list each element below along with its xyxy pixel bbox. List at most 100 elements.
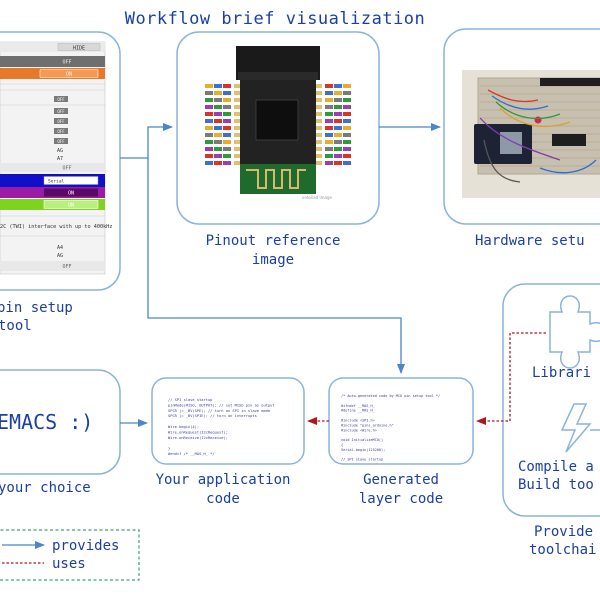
off-toggle-2[interactable] (54, 108, 68, 114)
on-toggle-green-label: ON (68, 203, 74, 209)
generated-label-2: layer code (359, 491, 443, 507)
on-toggle-orange[interactable] (39, 69, 99, 78)
code-line: Wire.onReceive(I2cReceive); (168, 436, 228, 440)
pin-function-tag (343, 112, 351, 116)
pin-pad (234, 126, 240, 130)
legend: provides uses (0, 529, 140, 581)
i2c-description: 2C (TWI) interface with up to 400kHz (0, 224, 112, 230)
on-toggle-orange-label: ON (66, 72, 72, 78)
pin-function-tag (343, 91, 351, 95)
code-line: { (341, 443, 343, 447)
pin-pad (234, 147, 240, 151)
off-toggle-3-label: OFF (57, 119, 65, 124)
on-toggle-purple[interactable] (44, 188, 98, 197)
app-code-label-1: Your application (156, 472, 291, 488)
off-toggle-3[interactable] (54, 118, 68, 124)
svg-text:ontoliad image: ontoliad image (302, 195, 332, 200)
pin-pad (234, 133, 240, 137)
on-toggle-green[interactable] (43, 200, 99, 209)
pin-function-tag (325, 91, 333, 95)
pin-setup-tool-screenshot: HIDE OFF ON OFF OFF OFF OFF OFF AG A7 OF… (0, 41, 112, 275)
pin-function-tag (214, 161, 222, 165)
pin-function-tag (325, 140, 333, 144)
pin-function-tag (223, 105, 231, 109)
pinout-label-2: image (252, 252, 294, 268)
pin-function-tag (214, 119, 222, 123)
pin-label-a7: A7 (57, 156, 63, 162)
legend-provides-label: provides (52, 538, 119, 554)
code-line: pinMode(MISO, OUTPUT); // set MISO pin a… (168, 403, 275, 407)
pin-function-tag (334, 112, 342, 116)
hide-toggle[interactable] (57, 43, 101, 51)
code-line: } (168, 447, 170, 451)
pin-function-tag (343, 126, 351, 130)
pin-label-ag: AG (57, 148, 63, 154)
pin-function-tag (334, 84, 342, 88)
pin-function-tag (325, 112, 333, 116)
pin-function-tag (214, 154, 222, 158)
code-line: Wire.begin(4); (168, 425, 199, 429)
pin-function-tag (334, 119, 342, 123)
pin-function-tag (223, 140, 231, 144)
pin-pad (234, 105, 240, 109)
pin-pad (316, 119, 322, 123)
puzzle-icon (549, 295, 600, 369)
arrow-pin-tool-to-pinout (120, 123, 173, 159)
pin-function-tag (343, 147, 351, 151)
pin-pad (234, 154, 240, 158)
pin-pad (316, 154, 322, 158)
pin-function-tag (214, 91, 222, 95)
pin-function-tag (325, 119, 333, 123)
editor-label: your choice (0, 480, 91, 496)
pin-function-tag (205, 126, 213, 130)
libraries-label: Librari (532, 365, 591, 381)
pin-function-tag (334, 105, 342, 109)
hardware-label: Hardware setu (475, 233, 585, 249)
app-code-label-2: code (206, 491, 240, 507)
compile-label-2: Build too (518, 477, 594, 493)
code-line: #define __MAS_H_ (341, 409, 376, 413)
code-line: Serial.begin(115200); (341, 448, 385, 452)
pin-function-tag (325, 133, 333, 137)
pin-pad (234, 98, 240, 102)
pin-function-tag (205, 140, 213, 144)
pin-pad (316, 161, 322, 165)
pin-function-tag (214, 140, 222, 144)
pin-function-tag (214, 84, 222, 88)
pin-setup-tool-node: HIDE OFF ON OFF OFF OFF OFF OFF AG A7 OF… (0, 31, 121, 291)
code-line: #include "pins_arduino.h" (341, 423, 394, 427)
serial-select[interactable] (43, 176, 99, 185)
row-off-label: OFF (62, 60, 71, 66)
off-toggle-1[interactable] (54, 96, 68, 102)
toolchain-node: Librari Compile a Build too (502, 283, 600, 517)
provided-label-1: Provide (534, 524, 593, 540)
pin-function-tag (343, 154, 351, 158)
pin-pad (234, 140, 240, 144)
pin-function-tag (214, 112, 222, 116)
pin-function-tag (325, 147, 333, 151)
pin-function-tag (205, 133, 213, 137)
pin-function-tag (223, 133, 231, 137)
off-toggle-4[interactable] (54, 128, 68, 134)
pin-function-tag (214, 98, 222, 102)
code-line: // SPI slave startup (168, 398, 212, 402)
off-toggle-1-label: OFF (57, 97, 65, 102)
editor-text: EMACS :) (0, 410, 93, 434)
pin-function-tag (343, 133, 351, 137)
generated-code-snippet: /* Auto-generated code by MCU pin setup … (341, 394, 440, 462)
hardware-setup-node (443, 28, 600, 225)
pin-function-tag (334, 126, 342, 130)
pin-pad (316, 140, 322, 144)
pin-pad (234, 84, 240, 88)
off-toggle-5[interactable] (54, 138, 68, 144)
pin-function-tag (334, 140, 342, 144)
pinout-label-1: Pinout reference (206, 233, 341, 249)
on-toggle-purple-label: ON (68, 191, 74, 197)
pin-pad (234, 161, 240, 165)
pin-function-tag (214, 147, 222, 151)
pin-function-tag (325, 126, 333, 130)
off-toggle-5-label: OFF (57, 139, 65, 144)
pin-pad (316, 126, 322, 130)
